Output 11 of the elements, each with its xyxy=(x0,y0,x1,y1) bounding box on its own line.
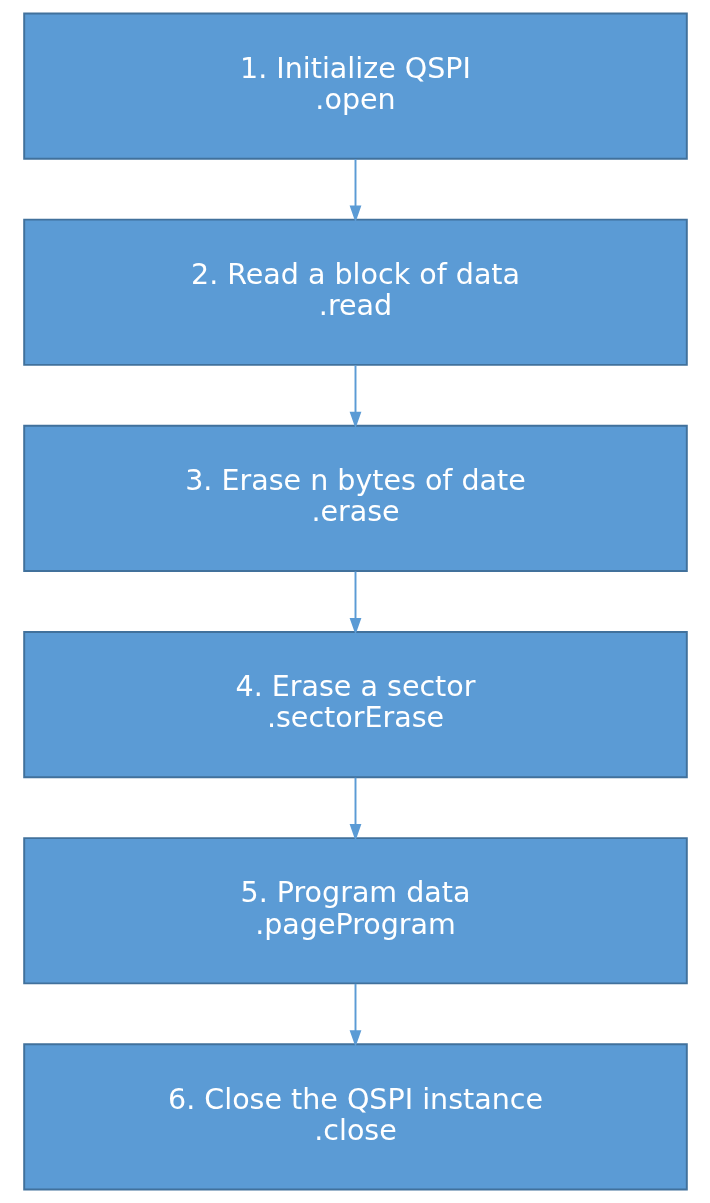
arrow xyxy=(349,570,361,635)
arrow xyxy=(349,776,361,841)
node-box: 3. Erase n bytes of date .erase xyxy=(22,424,688,572)
node-box: 5. Program data .pageProgram xyxy=(22,837,688,985)
node-box: 6. Close the QSPI instance .close xyxy=(22,1043,688,1191)
arrow xyxy=(349,158,361,223)
node-box: 4. Erase a sector .sectorErase xyxy=(22,631,688,779)
node-box: 2. Read a block of data .read xyxy=(22,218,688,366)
arrow xyxy=(349,364,361,429)
node-box: 1. Initialize QSPI .open xyxy=(22,12,688,160)
arrow xyxy=(349,982,361,1048)
